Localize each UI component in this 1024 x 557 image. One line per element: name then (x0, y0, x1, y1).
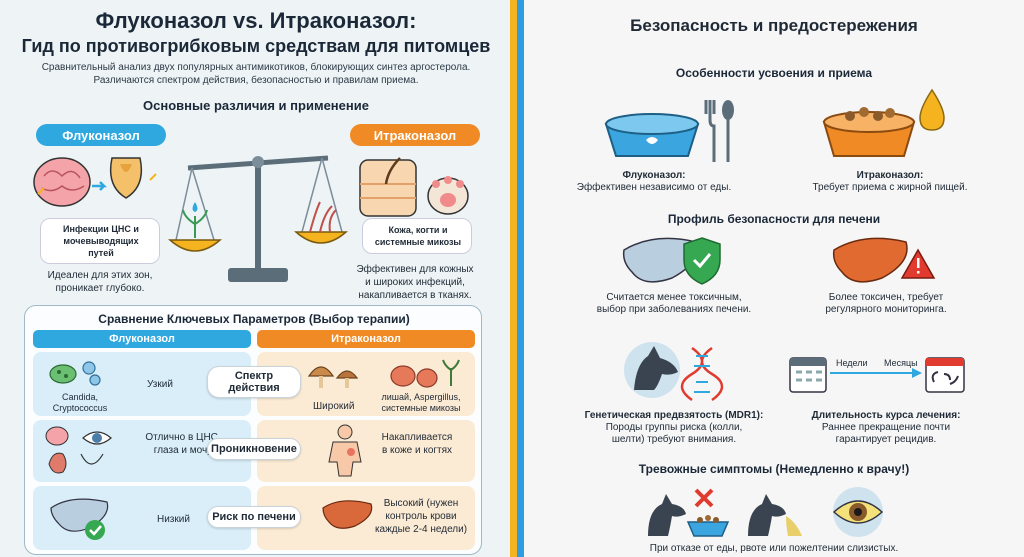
duration-text-line-2: гарантирует рецидив. (835, 434, 937, 445)
param-spectrum: Спектр действия (207, 366, 301, 398)
genetic-text-line-1: Породы группы риска (колли, (605, 422, 743, 433)
skin-paw-illustration (359, 157, 469, 217)
liver-heading: Профиль безопасности для печени (667, 212, 881, 226)
food-bowl-oil-icon (822, 88, 945, 157)
col-header-itra: Итраконазол (257, 330, 475, 348)
itra-liver-line-2: контроль крови (385, 511, 457, 522)
itra-liver-line-1: Высокий (нужен (383, 498, 459, 509)
duration-arrow (830, 368, 922, 378)
flu-desc-line-1: Идеален для этих зон, (47, 270, 153, 281)
flu-bubble: Инфекции ЦНС и мочевыводящих путей (40, 218, 160, 264)
flu-spectrum-value: Узкий (147, 379, 173, 390)
param-spectrum-line-1: Спектр (234, 370, 274, 382)
flu-bubble-line-2: мочевыводящих (63, 236, 139, 246)
intake-flu-text: Эффективен независимо от еды. (576, 182, 732, 193)
genetic-title: Генетическая предвзятость (MDR1): (584, 410, 764, 421)
param-penetration: Проникновение (207, 438, 301, 460)
flu-penetration-line-2: глаза и мочу (153, 445, 213, 456)
left-panel: Флуконазол vs. Итраконазол: Гид по проти… (0, 0, 512, 557)
param-penetration-label: Проникновение (211, 443, 297, 455)
page-title: Флуконазол vs. Итраконазол: (95, 8, 417, 33)
itra-desc-line-2: и широких инфекций, (365, 277, 465, 288)
safety-heading: Безопасность и предостережения (630, 16, 918, 35)
genetic-text-line-2: шелти) требуют внимания. (611, 434, 737, 445)
body-skin-icon (328, 424, 362, 477)
comparison-table: Сравнение Ключевых Параметров (Выбор тер… (24, 305, 482, 555)
intake-heading: Особенности усвоения и приема (675, 66, 873, 80)
intake-itra-title: Итраконазол: (856, 170, 924, 181)
alarm-heading: Тревожные симптомы (Немедленно к врачу!) (638, 462, 910, 476)
balance-scale-icon (168, 155, 348, 282)
flu-liver-value: Низкий (157, 514, 190, 525)
calendar-broken-chain-icon (925, 357, 965, 393)
itra-liver-line-3: каждые 2-4 недели) (374, 524, 468, 535)
liver-warning-icon (832, 237, 936, 283)
flu-spectrum-organisms-2: Cryptococcus (52, 403, 108, 413)
itra-penetration-line-1: Накапливается (381, 432, 453, 443)
flu-bubble-line-1: Инфекции ЦНС и (63, 224, 139, 234)
intake-itra-text: Требует приема с жирной пищей. (812, 182, 968, 193)
bowl-fork-spoon-icon (604, 100, 734, 162)
itra-desc-line-1: Эффективен для кожных (356, 264, 474, 275)
microbes-icon (49, 361, 101, 386)
liver-flu-line-1: Считается менее токсичным, (606, 292, 742, 303)
col-header-flu: Флуконазол (33, 330, 251, 348)
itra-spectrum-organisms-1: лишай, Aspergillus, (381, 392, 461, 402)
fungi-icon (307, 359, 460, 388)
itra-bubble-line-1: Кожа, когти и (388, 225, 448, 235)
itra-penetration-line-2: в коже и когтях (381, 445, 453, 456)
itra-desc-line-3: накапливается в тканях. (358, 290, 472, 301)
intake-flu-title: Флуконазол: (622, 170, 686, 181)
page-subtitle: Гид по противогрибковым средствам для пи… (21, 36, 491, 56)
differences-heading: Основные различия и применение (143, 98, 369, 113)
flu-bubble-line-3: путей (88, 248, 114, 258)
param-spectrum-line-2: действия (228, 382, 280, 394)
itra-bubble-line-2: системные микозы (374, 237, 462, 247)
duration-title: Длительность курса лечения: (811, 410, 961, 421)
brain-bladder-illustration (33, 157, 157, 207)
right-panel: Безопасность и предостережения Особеннос… (524, 0, 1024, 557)
itra-spectrum-value: Широкий (313, 401, 355, 412)
dog-vomiting-icon (748, 494, 802, 536)
duration-text-line-1: Раннее прекращение почти (821, 422, 951, 433)
dog-refuses-food-icon (648, 488, 730, 537)
liver-itra-line-1: Более токсичен, требует (828, 292, 944, 303)
flu-penetration-line-1: Отлично в ЦНС, (145, 432, 221, 443)
itra-spectrum-organisms-2: системные микозы (381, 403, 461, 413)
param-liver-risk-label: Риск по печени (212, 511, 296, 523)
collie-dna-icon (624, 342, 724, 402)
liver-ok-icon (50, 498, 109, 540)
brain-eye-kidney-icon (45, 426, 112, 474)
liver-risk-icon (322, 500, 373, 529)
liver-shield-icon (622, 237, 721, 285)
panel-divider (510, 0, 526, 557)
alarm-text: При отказе от еды, рвоте или пожелтении … (649, 543, 899, 554)
itra-bubble: Кожа, когти и системные микозы (362, 218, 472, 254)
duration-weeks-label: Недели (836, 358, 868, 368)
itra-label-pill: Итраконазол (350, 124, 480, 146)
flu-label-pill: Флуконазол (36, 124, 166, 146)
yellow-eye-icon (832, 487, 884, 537)
liver-itra-line-2: регулярного мониторинга. (825, 304, 947, 315)
flu-desc-line-2: проникает глубоко. (55, 283, 145, 294)
flu-spectrum-organisms-1: Candida, (61, 392, 99, 402)
intro-line-2: Различаются спектром действия, безопасно… (93, 75, 419, 86)
liver-flu-line-2: выбор при заболеваниях печени. (596, 304, 752, 315)
duration-months-label: Месяцы (884, 358, 918, 368)
intro-line-1: Сравнительный анализ двух популярных ант… (41, 62, 471, 73)
comparison-heading: Сравнение Ключевых Параметров (Выбор тер… (98, 312, 410, 326)
param-liver-risk: Риск по печени (207, 506, 301, 528)
calendar-weeks-icon (789, 357, 827, 393)
